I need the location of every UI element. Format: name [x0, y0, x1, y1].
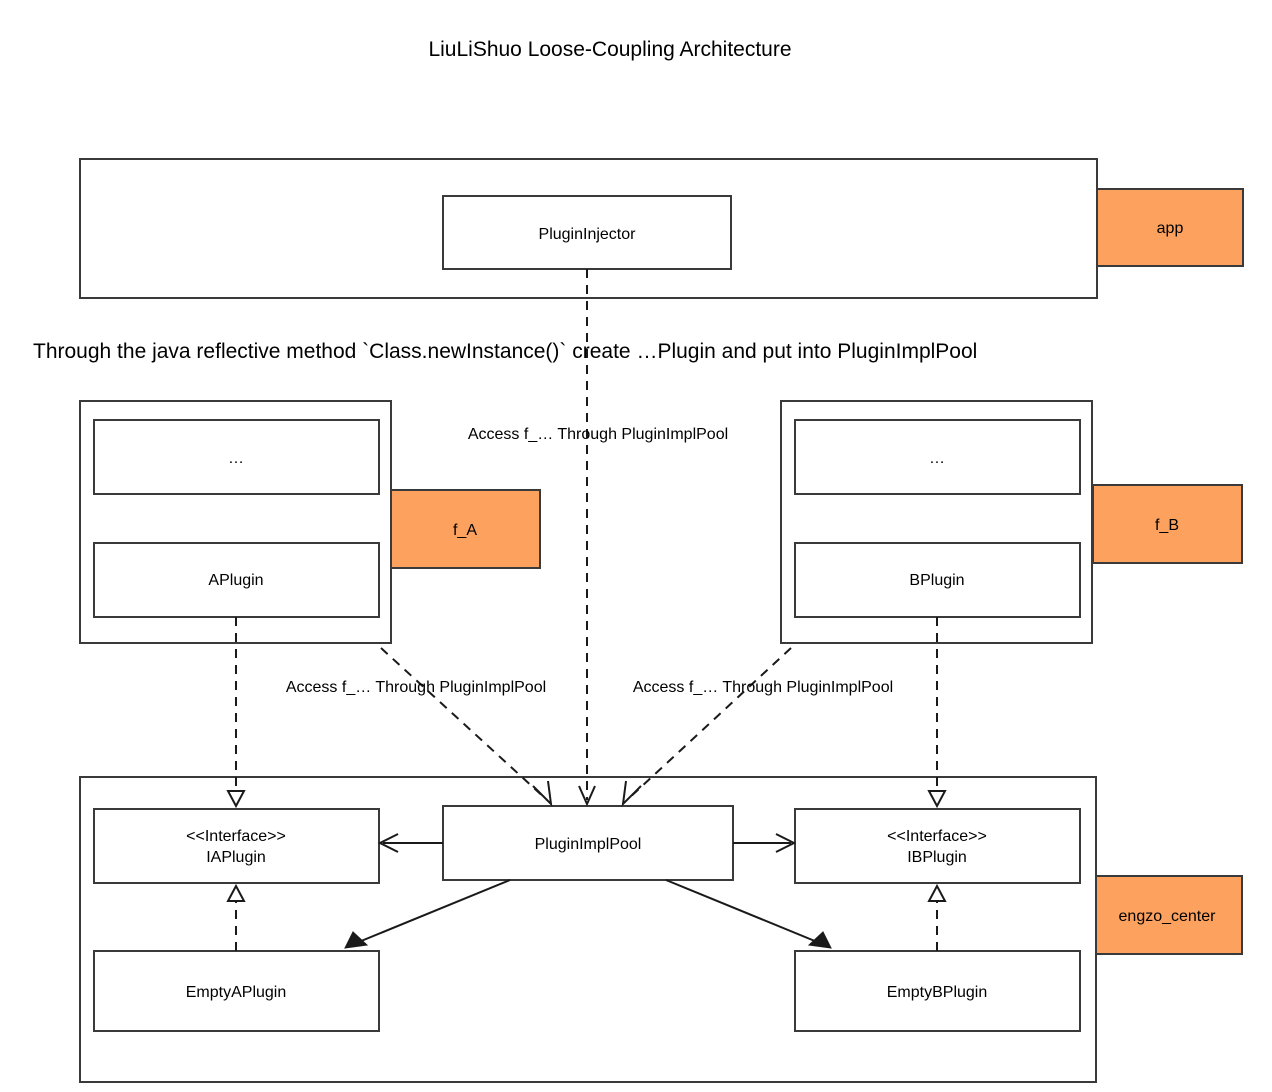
node-b-plugin-label: BPlugin [909, 572, 964, 589]
module-tag-f-a-rect [390, 489, 541, 569]
note-reflection: Through the java reflective method `Clas… [33, 340, 977, 363]
node-empty-a-plugin[interactable] [93, 950, 380, 1032]
node-b-plugin[interactable] [794, 542, 1081, 618]
edge-aplugin-to-iaplugin [226, 617, 246, 809]
node-plugin-impl-pool[interactable] [442, 805, 734, 881]
node-empty-a-plugin-label: EmptyAPlugin [186, 984, 287, 1001]
node-plugin-impl-pool-label: PluginImplPool [535, 836, 642, 853]
edge-fa-to-pool: Access f_… Through PluginImplPool [286, 647, 553, 807]
edge-pool-to-empty-b-plugin [665, 879, 832, 949]
node-ib-plugin-stereotype: <<Interface>> [887, 828, 987, 845]
edge-fb-to-pool-label: Access f_… Through PluginImplPool [633, 679, 893, 696]
edge-empty-a-plugin-to-iaplugin [226, 883, 246, 951]
node-ia-plugin-label: IAPlugin [206, 849, 266, 866]
node-plugin-injector[interactable] [442, 195, 732, 270]
edge-bplugin-to-ibplugin [927, 617, 947, 809]
node-a-plugin-label: APlugin [208, 572, 263, 589]
node-ia-plugin[interactable] [93, 808, 380, 884]
edge-fa-to-pool-label: Access f_… Through PluginImplPool [286, 679, 546, 696]
edge-fb-to-pool: Access f_… Through PluginImplPool [621, 647, 893, 807]
node-f-a-ellipsis[interactable] [93, 419, 380, 495]
module-tag-engzo-center-rect [1092, 875, 1243, 955]
node-ib-plugin-label: IBPlugin [907, 849, 967, 866]
node-empty-b-plugin[interactable] [794, 950, 1081, 1032]
page-title: LiuLiShuo Loose-Coupling Architecture [428, 38, 791, 61]
node-f-a-ellipsis-label: … [228, 450, 244, 467]
module-tag-f-a-label: f_A [453, 522, 477, 539]
node-ib-plugin[interactable] [794, 808, 1081, 884]
node-f-b-ellipsis[interactable] [794, 419, 1081, 495]
module-tag-f-b-label: f_B [1155, 517, 1179, 534]
module-tag-app-rect [1096, 188, 1244, 267]
edge-pool-to-empty-a-plugin [344, 879, 511, 949]
node-ia-plugin-stereotype: <<Interface>> [186, 828, 286, 845]
edge-pool-to-iaplugin [377, 833, 443, 853]
edge-empty-b-plugin-to-ibplugin [927, 883, 947, 951]
module-tag-engzo-center-label: engzo_center [1119, 908, 1217, 925]
edge-injector-to-pool-label: Access f_… Through PluginImplPool [468, 426, 728, 443]
module-tag-app-label: app [1157, 220, 1184, 237]
node-plugin-injector-label: PluginInjector [539, 226, 637, 243]
edge-injector-to-pool: Access f_… Through PluginImplPool [468, 269, 728, 807]
node-empty-b-plugin-label: EmptyBPlugin [887, 984, 988, 1001]
edge-pool-to-ibplugin [733, 833, 797, 853]
node-f-b-ellipsis-label: … [929, 450, 945, 467]
